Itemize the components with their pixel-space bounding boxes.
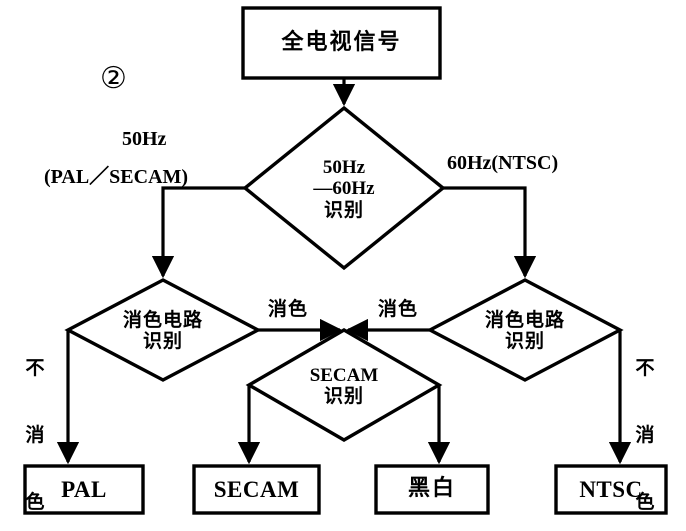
shape-secam-box	[192, 464, 321, 515]
shape-killer-right-diamond	[426, 278, 624, 382]
shape-freq-diamond	[242, 105, 446, 271]
shape-ntsc-box	[554, 464, 668, 515]
edge-freq-to-killer-right	[443, 186, 537, 279]
figure-number-mark: ②	[100, 61, 127, 96]
edge-freq-to-killer-left	[151, 186, 245, 279]
shape-secam-diamond	[245, 328, 443, 442]
shape-killer-left-diamond	[64, 278, 262, 382]
shape-pal-box	[23, 464, 145, 515]
shape-bw-box	[374, 464, 490, 515]
shape-source-box	[241, 6, 442, 80]
